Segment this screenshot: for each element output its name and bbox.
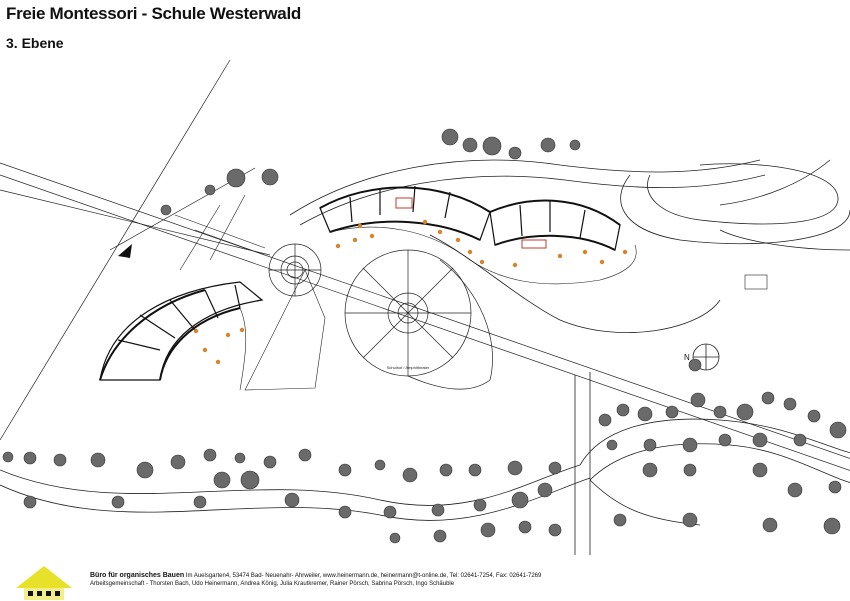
label-amphitheater: Schulhof / Amphitheater: [387, 365, 430, 370]
access-road: [289, 159, 850, 334]
right-building: [489, 199, 621, 251]
right-building-walls: [489, 199, 621, 251]
north-arrow: [692, 343, 720, 371]
lower-paths: [0, 372, 850, 555]
amphitheater: [344, 249, 493, 390]
courtyard: [239, 226, 637, 391]
office-info: Büro für organisches Bauen Im Auelsgarte…: [90, 572, 541, 579]
office-logo-icon: [16, 566, 72, 600]
team-names: - Thorsten Bach, Udo Heinermann, Andrea …: [146, 581, 455, 587]
ramps: [174, 194, 326, 391]
plan-subtitle: 3. Ebene: [6, 35, 64, 51]
office-address: Im Auelsgarten4, 53474 Bad- Neuenahr- Ah…: [185, 573, 542, 579]
left-building-walls: [99, 289, 241, 381]
team-info: Arbeitsgemeinschaft - Thorsten Bach, Udo…: [90, 581, 454, 587]
flowers: [193, 219, 628, 365]
north-label: N: [684, 353, 690, 362]
middle-building: [319, 185, 491, 241]
plan-title: Freie Montessori - Schule Westerwald: [6, 4, 301, 23]
entrance-marker: [118, 244, 132, 258]
team-prefix: Arbeitsgemeinschaft: [90, 581, 145, 587]
office-name: Büro für organisches Bauen: [90, 572, 185, 579]
right-building-stair: [521, 239, 547, 249]
middle-building-walls: [319, 186, 491, 241]
trees: [2, 128, 847, 544]
round-plaza: [268, 243, 322, 297]
site-plan: Schulhof / Amphitheater: [0, 59, 850, 555]
middle-building-stair: [395, 197, 413, 209]
parking-box: [744, 274, 768, 290]
left-building: [99, 281, 264, 381]
plan-footer: Büro für organisches Bauen Im Auelsgarte…: [0, 560, 850, 601]
